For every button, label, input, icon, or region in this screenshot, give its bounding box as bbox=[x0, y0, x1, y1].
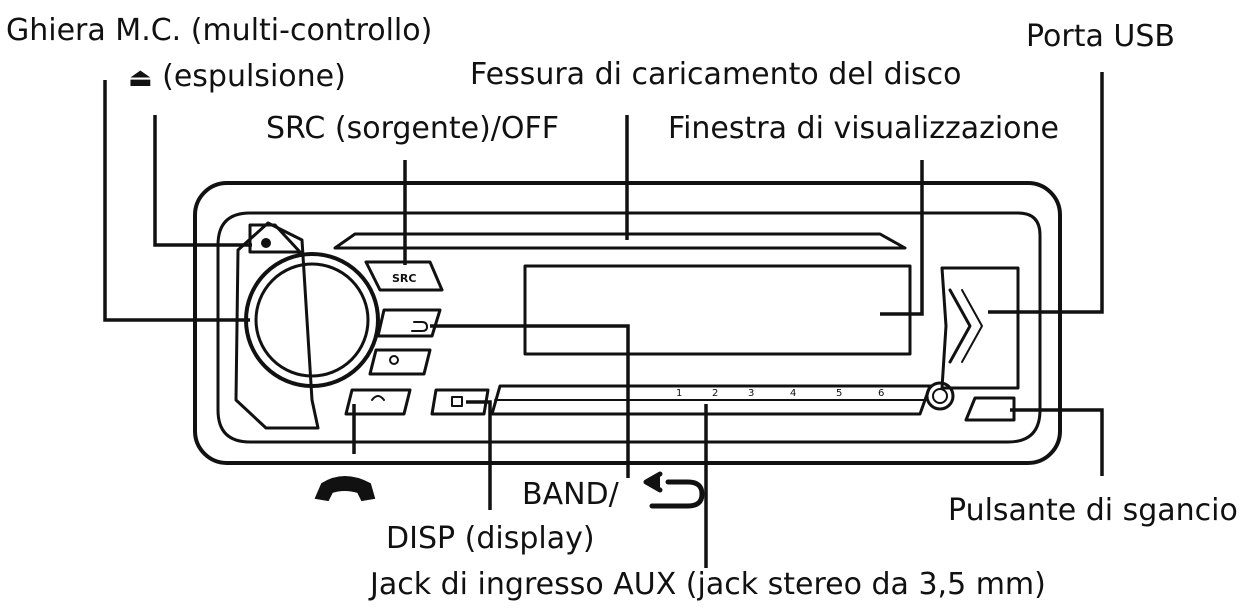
preset-label: 6 bbox=[878, 388, 884, 399]
usb-port[interactable] bbox=[940, 266, 1020, 390]
preset-strip bbox=[490, 384, 932, 416]
label-display-window: Finestra di visualizzazione bbox=[668, 111, 1060, 146]
aux-jack[interactable] bbox=[925, 381, 955, 411]
leader-disp bbox=[466, 400, 492, 510]
label-eject-row: ⏏ (espulsione) bbox=[128, 60, 346, 95]
label-mc-dial: Ghiera M.C. (multi-controllo) bbox=[6, 13, 433, 48]
leader-display-window bbox=[880, 160, 924, 316]
preset-labels: 1 2 3 4 5 6 bbox=[676, 388, 884, 399]
leader-band bbox=[430, 324, 630, 478]
search-button[interactable] bbox=[368, 348, 432, 376]
preset-label: 5 bbox=[836, 388, 842, 399]
eject-button[interactable] bbox=[248, 223, 302, 254]
src-button-label: SRC bbox=[392, 272, 416, 285]
leader-release bbox=[1010, 408, 1104, 476]
label-disc-slot: Fessura di caricamento del disco bbox=[470, 57, 962, 92]
eject-button-dot bbox=[261, 238, 271, 248]
preset-label: 4 bbox=[790, 388, 796, 399]
display-window bbox=[523, 264, 912, 356]
leader-eject bbox=[153, 115, 252, 247]
label-src: SRC (sorgente)/OFF bbox=[266, 111, 560, 146]
preset-label: 1 bbox=[676, 388, 682, 399]
src-button[interactable] bbox=[364, 260, 444, 292]
disc-slot bbox=[333, 232, 907, 250]
search-icon bbox=[389, 355, 399, 365]
label-usb-port: Porta USB bbox=[1026, 19, 1175, 54]
preset-label: 3 bbox=[748, 388, 754, 399]
release-button[interactable] bbox=[964, 396, 1016, 422]
phone-button[interactable] bbox=[344, 388, 412, 416]
usb-chevron-icon bbox=[948, 288, 972, 364]
phone-icon bbox=[314, 476, 376, 502]
disp-button[interactable] bbox=[430, 388, 490, 416]
mc-dial[interactable] bbox=[244, 252, 380, 388]
band-back-icon bbox=[411, 321, 428, 332]
face-plate bbox=[216, 211, 1042, 444]
label-disp: DISP (display) bbox=[386, 521, 595, 556]
label-release: Pulsante di sgancio bbox=[948, 493, 1238, 528]
label-aux-jack: Jack di ingresso AUX (jack stereo da 3,5… bbox=[370, 567, 1046, 602]
preset-label: 2 bbox=[712, 388, 718, 399]
eject-icon: ⏏ bbox=[128, 63, 153, 93]
label-band: BAND/ bbox=[522, 477, 619, 512]
disp-button-icon bbox=[451, 396, 463, 407]
leader-mc-dial bbox=[103, 80, 250, 322]
band-button[interactable] bbox=[376, 308, 442, 338]
left-angled-panel bbox=[234, 221, 320, 430]
leader-usb-port bbox=[988, 72, 1104, 314]
label-eject: (espulsione) bbox=[162, 59, 346, 94]
leader-lines bbox=[103, 72, 1104, 568]
mc-dial-inner bbox=[254, 262, 370, 378]
phone-button-icon bbox=[371, 395, 385, 401]
